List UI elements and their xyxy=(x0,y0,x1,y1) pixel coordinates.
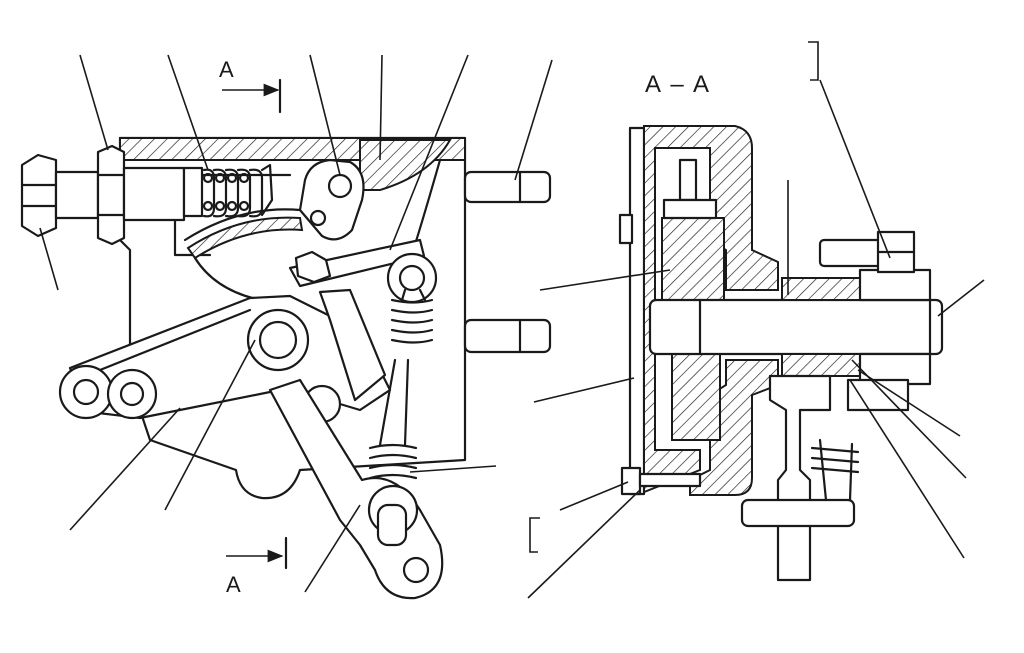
section-label-bottom: A xyxy=(226,572,241,597)
cover-plate xyxy=(618,126,646,496)
section-title: A – A xyxy=(645,71,711,98)
right-spring-upper xyxy=(386,252,438,344)
housing-studs xyxy=(463,170,552,354)
central-hub xyxy=(58,288,392,424)
section-bolt xyxy=(818,230,916,274)
section-label-top: A xyxy=(219,57,234,82)
adjusting-bolt xyxy=(20,144,186,246)
leader-lines-right xyxy=(527,41,985,599)
drive-shaft xyxy=(648,298,944,356)
governor-housing xyxy=(118,136,467,500)
bearing xyxy=(781,268,932,386)
section-marker-bottom: A xyxy=(226,536,288,597)
section-spring xyxy=(810,438,860,502)
upper-lever xyxy=(298,158,365,241)
section-view: A – A xyxy=(527,41,985,599)
leader-lines-left xyxy=(39,54,553,593)
governor-spring-upper xyxy=(182,163,274,218)
flyweight xyxy=(661,158,725,441)
section-marker-top: A xyxy=(219,57,282,114)
bottom-screw xyxy=(620,466,702,496)
section-lever xyxy=(740,374,910,582)
right-spring-lower xyxy=(368,358,418,480)
left-view: A A xyxy=(20,54,553,600)
bottom-lever xyxy=(268,378,444,600)
